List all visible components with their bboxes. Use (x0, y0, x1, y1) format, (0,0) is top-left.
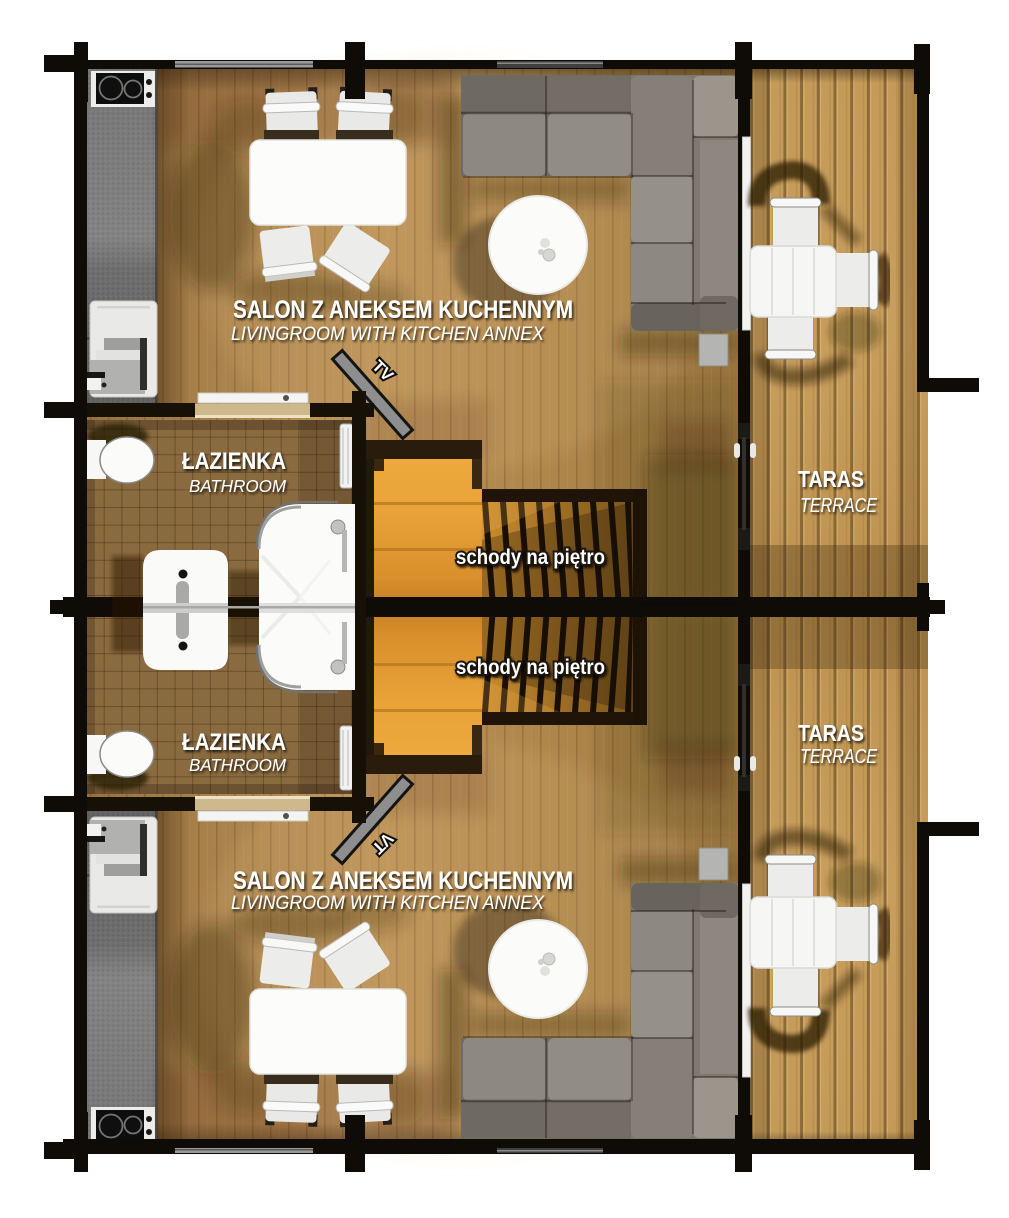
svg-text:schody na piętro: schody na piętro (456, 656, 605, 679)
svg-text:BATHROOM: BATHROOM (189, 755, 286, 775)
svg-text:SALON Z ANEKSEM KUCHENNYM: SALON Z ANEKSEM KUCHENNYM (233, 867, 573, 895)
svg-text:LIVINGROOM WITH KITCHEN ANNEX: LIVINGROOM WITH KITCHEN ANNEX (231, 324, 545, 345)
svg-text:schody na piętro: schody na piętro (456, 546, 605, 569)
svg-text:SALON Z ANEKSEM KUCHENNYM: SALON Z ANEKSEM KUCHENNYM (233, 296, 573, 324)
svg-text:LIVINGROOM WITH KITCHEN ANNEX: LIVINGROOM WITH KITCHEN ANNEX (231, 893, 545, 914)
svg-text:TERRACE: TERRACE (800, 495, 878, 517)
svg-text:TARAS: TARAS (798, 466, 864, 492)
svg-text:BATHROOM: BATHROOM (189, 476, 286, 496)
svg-text:TERRACE: TERRACE (800, 746, 878, 768)
svg-text:ŁAZIENKA: ŁAZIENKA (182, 448, 286, 475)
svg-text:ŁAZIENKA: ŁAZIENKA (182, 729, 286, 756)
svg-text:TARAS: TARAS (798, 720, 864, 746)
